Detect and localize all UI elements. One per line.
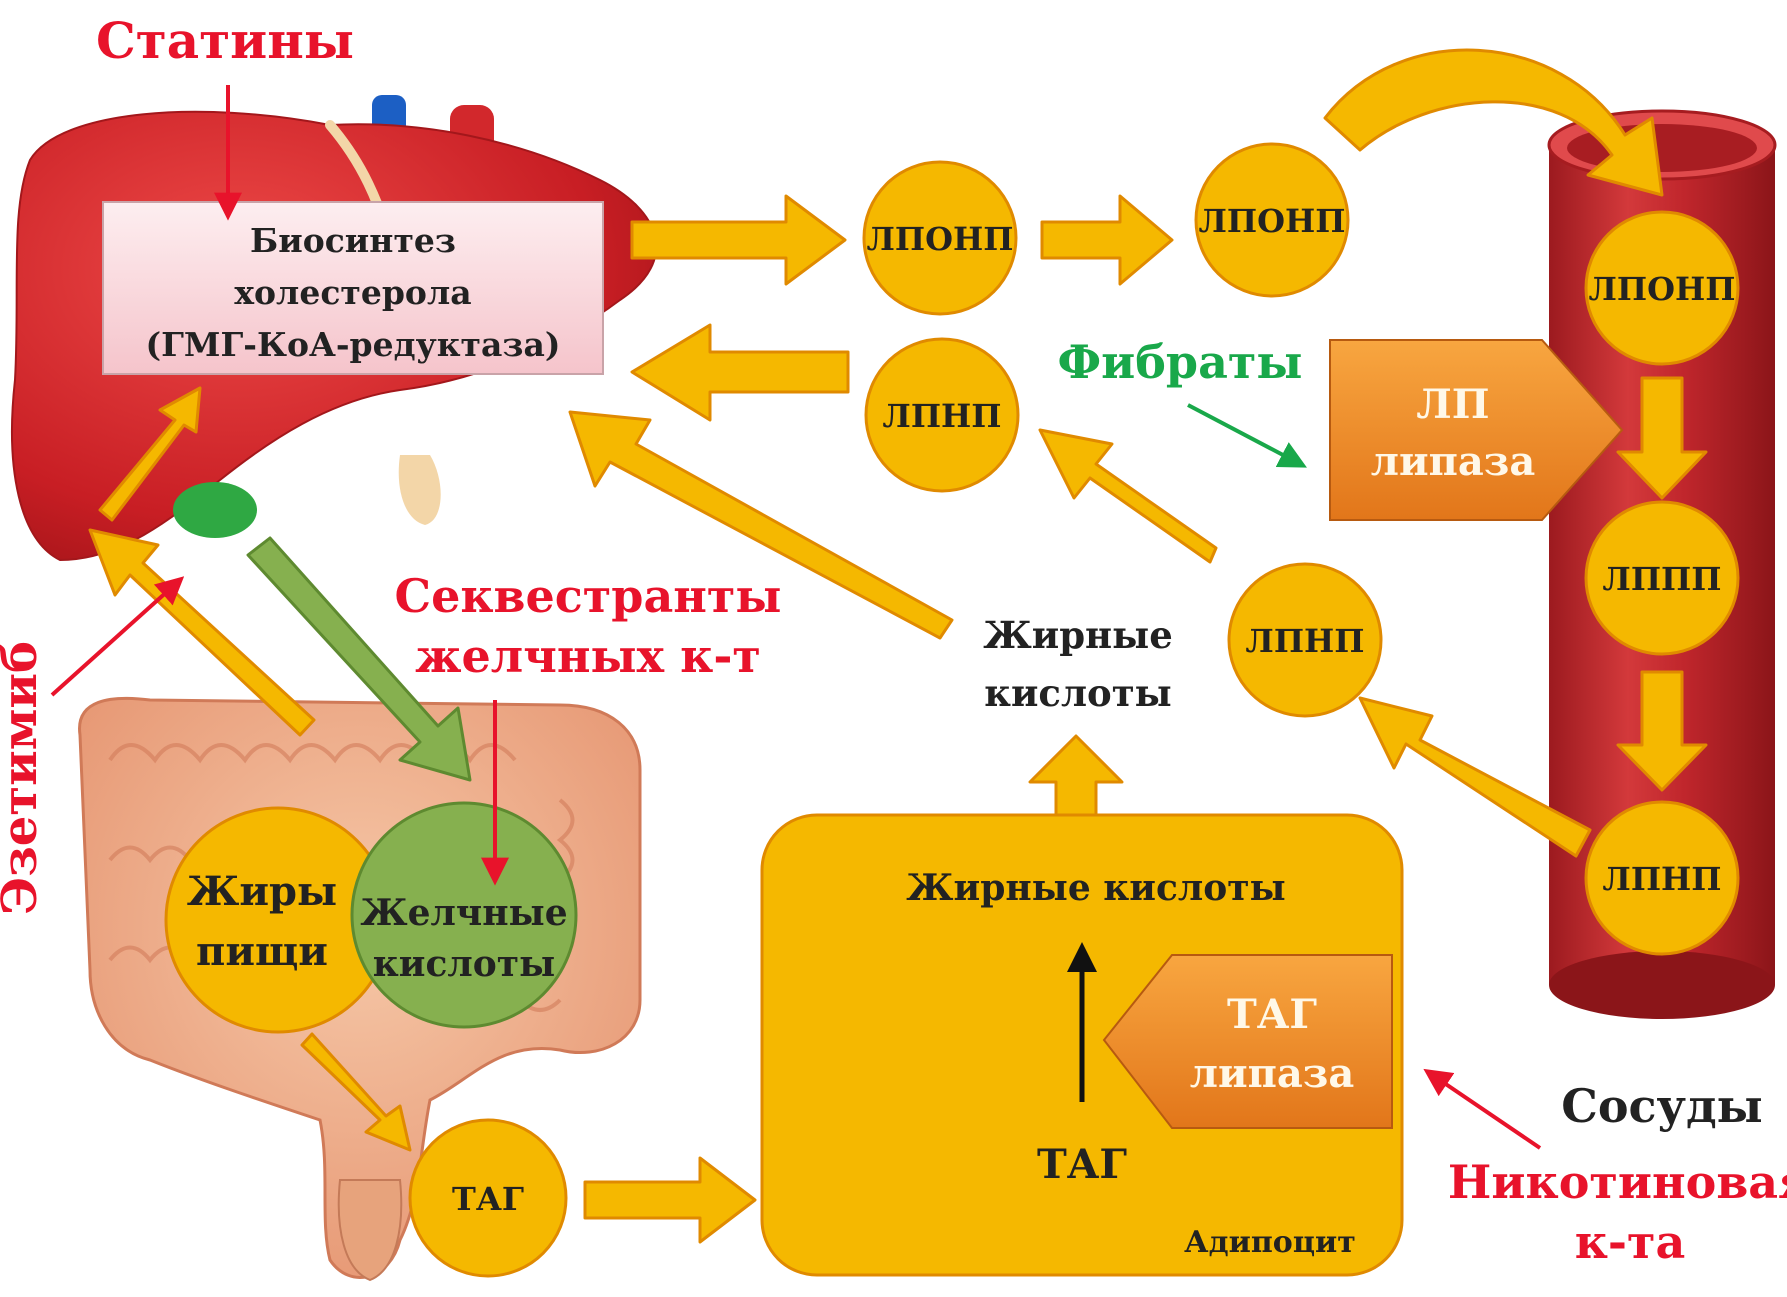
svg-text:кислоты: кислоты bbox=[984, 671, 1171, 715]
svg-text:Жиры: Жиры bbox=[187, 868, 337, 915]
svg-text:пищи: пищи bbox=[196, 928, 328, 975]
svg-text:ЛПНП: ЛПНП bbox=[883, 397, 1002, 435]
vldl-circle-1: ЛПОНП bbox=[864, 162, 1016, 314]
ldl-circle-mid: ЛПНП bbox=[1229, 564, 1381, 716]
svg-text:кислоты: кислоты bbox=[373, 943, 555, 985]
svg-text:Желчные: Желчные bbox=[360, 892, 567, 934]
adipocyte-label: Адипоцит bbox=[1184, 1225, 1356, 1260]
svg-text:ЛППП: ЛППП bbox=[1603, 560, 1722, 598]
fibrates-arrow bbox=[1188, 405, 1302, 465]
bile-acids-circle: Желчные кислоты bbox=[352, 803, 576, 1027]
nicotinic-line2: к-та bbox=[1575, 1215, 1686, 1269]
liver-box-line1: Биосинтез bbox=[250, 221, 456, 260]
lp-lipase-line1: ЛП bbox=[1416, 381, 1489, 428]
sequestrants-line1: Секвестранты bbox=[394, 569, 781, 623]
ldl-circle-liver: ЛПНП bbox=[866, 339, 1018, 491]
vldl-circle-2: ЛПОНП bbox=[1196, 144, 1348, 296]
vessels-label: Сосуды bbox=[1561, 1079, 1763, 1133]
sequestrants-line2: желчных к-т bbox=[415, 629, 761, 683]
svg-text:ЛПНП: ЛПНП bbox=[1603, 860, 1722, 898]
fibrates-label: Фибраты bbox=[1057, 335, 1302, 389]
nicotinic-arrow bbox=[1428, 1072, 1540, 1148]
svg-text:ЛПНП: ЛПНП bbox=[1246, 622, 1365, 660]
tag-circle-intestine: ТАГ bbox=[410, 1120, 566, 1276]
svg-text:ЛПОНП: ЛПОНП bbox=[1199, 202, 1346, 240]
idl-circle-vessel: ЛППП bbox=[1586, 502, 1738, 654]
cholesterol-biosynthesis-box: Биосинтез холестерола (ГМГ-КоА-редуктаза… bbox=[103, 202, 603, 374]
free-fatty-acids: Жирные кислоты bbox=[983, 613, 1173, 715]
svg-text:ТАГ: ТАГ bbox=[452, 1180, 524, 1218]
vldl-circle-vessel: ЛПОНП bbox=[1586, 212, 1738, 364]
ezetimibe-arrow bbox=[52, 580, 180, 695]
tag-lipase-line1: ТАГ bbox=[1227, 991, 1317, 1038]
svg-text:ЛПОНП: ЛПОНП bbox=[1589, 270, 1736, 308]
adipocyte-fatty-acids: Жирные кислоты bbox=[906, 867, 1285, 909]
statins-label: Статины bbox=[96, 11, 354, 70]
liver-box-line3: (ГМГ-КоА-редуктаза) bbox=[146, 325, 561, 364]
ezetimibe-label: Эзетимиб bbox=[0, 641, 48, 915]
tag-lipase-line2: липаза bbox=[1190, 1050, 1355, 1097]
liver-box-line2: холестерола bbox=[234, 273, 471, 312]
lp-lipase-line2: липаза bbox=[1371, 438, 1536, 485]
ldl-circle-vessel: ЛПНП bbox=[1586, 802, 1738, 954]
svg-text:Жирные: Жирные bbox=[983, 613, 1173, 657]
nicotinic-line1: Никотиновая bbox=[1448, 1155, 1787, 1209]
adipocyte-tag: ТАГ bbox=[1037, 1141, 1127, 1188]
svg-text:ЛПОНП: ЛПОНП bbox=[867, 220, 1014, 258]
